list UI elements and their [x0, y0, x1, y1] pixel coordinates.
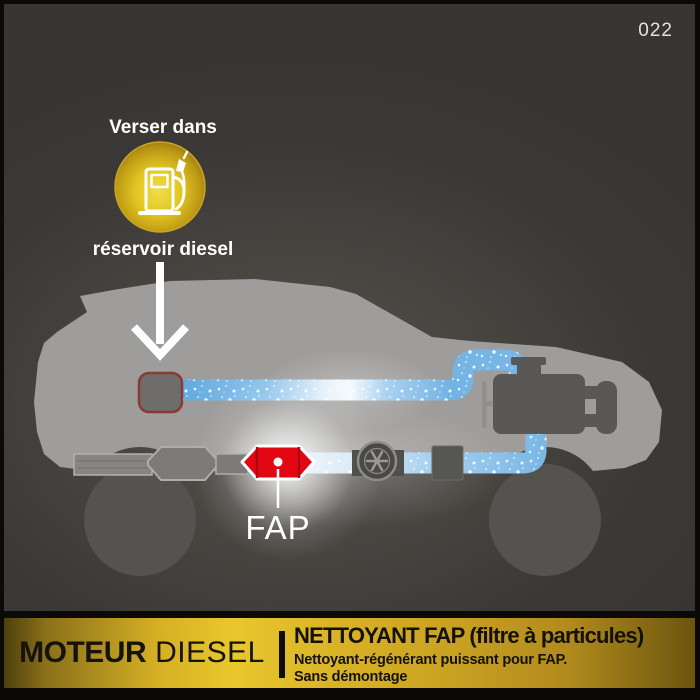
fuel-pump-badge	[114, 141, 206, 233]
fap-particle-filter	[240, 444, 316, 508]
product-desc-line1: Nettoyant-régénérant puissant pour FAP.	[294, 652, 568, 668]
muffler	[147, 446, 219, 481]
catalyst-box	[431, 445, 464, 481]
down-arrow-icon	[131, 262, 189, 361]
engine-type-bold: MOTEUR	[19, 636, 147, 669]
tailpipe	[73, 453, 153, 476]
product-desc-line2: Sans démontage	[294, 669, 408, 686]
exhaust-line	[304, 410, 547, 474]
product-description: Nettoyant-régénérant puissant pour FAP. …	[294, 652, 689, 687]
product-info: NETTOYANT FAP (filtre à particules) Nett…	[294, 623, 689, 687]
fuel-pump-icon	[138, 150, 189, 215]
product-title: NETTOYANT FAP (filtre à particules)	[294, 623, 644, 648]
footer-bar: MOTEUR DIESEL NETTOYANT FAP (filtre à pa…	[4, 618, 695, 688]
turbo-wheel-icon	[352, 440, 404, 482]
footer-divider	[279, 631, 285, 678]
engine-type-light: DIESEL	[155, 636, 265, 669]
engine-block-icon	[482, 357, 617, 434]
page-number: 022	[638, 20, 673, 41]
engine-type: MOTEUR DIESEL	[4, 618, 280, 688]
instruction-pour-into: Verser dans	[109, 117, 217, 138]
instruction-target-tank: réservoir diesel	[92, 239, 234, 260]
front-wheel	[489, 464, 601, 576]
rear-wheel	[84, 464, 196, 576]
fuel-tank	[137, 371, 184, 414]
fap-label: FAP	[245, 509, 311, 546]
